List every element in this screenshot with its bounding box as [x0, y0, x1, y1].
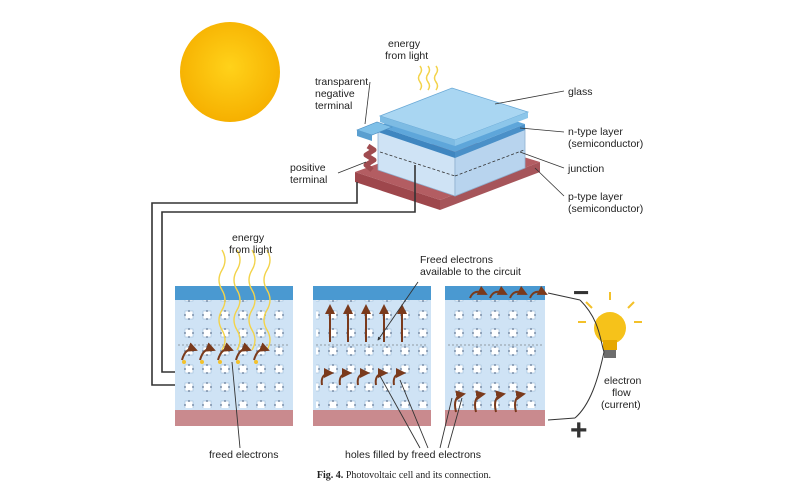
freed-electrons-available-label: Freed electrons available to the circuit — [420, 254, 521, 278]
energy-label-bottom: energy from light — [229, 232, 272, 256]
freed-electrons-label: freed electrons — [209, 449, 278, 461]
energy-label-top: energy from light — [385, 38, 428, 62]
panel-1 — [175, 249, 293, 426]
circuit-wire-right — [574, 299, 605, 419]
p-type-label: p-type layer (semiconductor) — [568, 191, 643, 215]
lightbulb-icon — [578, 292, 642, 358]
figure-caption: Fig. 4. Photovoltaic cell and its connec… — [0, 470, 808, 481]
plus-sign: + — [570, 414, 588, 447]
junction-label: junction — [567, 163, 604, 175]
caption-prefix: Fig. 4. — [316, 470, 344, 481]
solar-cell-3d — [355, 65, 540, 210]
caption-text: Photovoltaic cell and its connection. — [345, 470, 492, 481]
minus-sign: − — [573, 277, 589, 308]
wire-positive — [151, 182, 358, 386]
sun — [180, 22, 280, 122]
n-type-label: n-type layer (semiconductor) — [568, 126, 643, 150]
wire-negative — [161, 165, 416, 373]
holes-filled-label: holes filled by freed electrons — [345, 449, 481, 461]
glass-label: glass — [568, 86, 593, 98]
transparent-terminal-label: transparent negative terminal — [315, 76, 371, 112]
electron-flow-label: electron flow (current) — [601, 375, 644, 411]
positive-terminal-label: positive terminal — [290, 162, 329, 186]
photovoltaic-diagram: energy from light transparent negative t… — [151, 22, 644, 461]
panel-3 — [445, 285, 548, 426]
panel-2 — [313, 286, 431, 426]
